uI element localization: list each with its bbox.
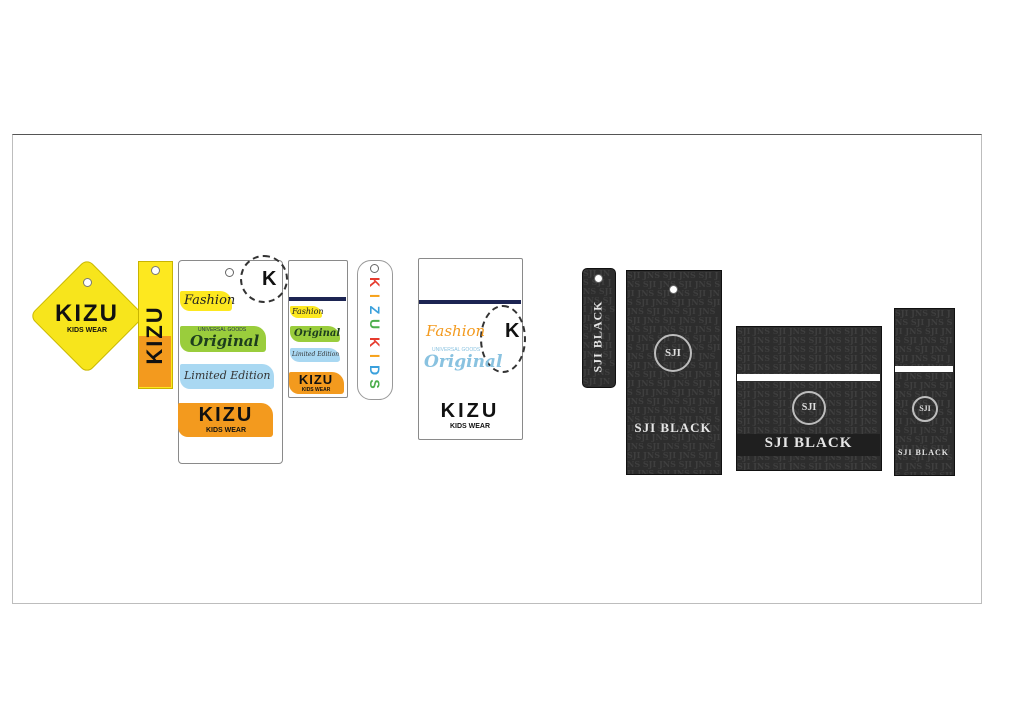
orange-brush-stroke (289, 372, 344, 394)
fashion-text: Fashion (184, 293, 236, 308)
kizu-subtitle: KIDS WEAR (205, 427, 247, 434)
tag-k-letter: K (262, 268, 277, 290)
kids-letter: S (367, 379, 383, 389)
original-small-text: UNIVERSAL GOODS (198, 327, 247, 333)
sji-label: SJI BLACK (764, 435, 853, 451)
green-brush-stroke (180, 326, 266, 352)
tag-hole (225, 268, 234, 277)
blue-brush-stroke (180, 364, 274, 389)
sji-label: SJI BLACK (897, 448, 949, 457)
kizu-brand: KIZU (298, 372, 334, 387)
sji-label: SJI BLACK (590, 300, 605, 373)
kizu-diamond-brand: KIZU (55, 300, 119, 327)
original-text: Original (424, 352, 503, 372)
original-text: Original (294, 328, 341, 339)
yellow-brush-stroke (290, 306, 322, 318)
kizu-kids-diecut-tag (357, 260, 393, 400)
sji-pattern: SJI JNS SJI JNS SJI JNS SJI JNS SJI JNS … (627, 270, 721, 475)
strip-orange-band (139, 336, 171, 387)
tag-hole (669, 285, 678, 294)
stamp-seal-icon (240, 255, 288, 303)
orange-brush-stroke (178, 403, 273, 437)
sji-small-tag: SJI JNS SJI JNS SJI JNS SJI JNS SJI JNS … (894, 308, 955, 476)
limited-edition-text: Limited Edition (184, 369, 271, 382)
navy-stripe (289, 297, 346, 301)
navy-stripe (419, 300, 521, 304)
kizu-diamond-subtitle: KIDS WEAR (66, 327, 108, 334)
kizu-subtitle: KIDS WEAR (301, 387, 331, 393)
kizu-brand: KIZU (440, 400, 500, 422)
kizu-brand: KIZU (198, 404, 254, 426)
yellow-brush-stroke (180, 291, 232, 311)
kizu-subtitle: KIDS WEAR (449, 423, 491, 430)
white-band (895, 366, 953, 372)
limited-edition-text: Limited Edition (292, 351, 340, 358)
tag-hole (83, 278, 92, 287)
fashion-text: Fashion (426, 322, 486, 340)
tag-hole (151, 266, 160, 275)
original-small-text: UNIVERSAL GOODS (432, 347, 481, 353)
green-brush-stroke (290, 326, 340, 342)
original-text: Original (190, 332, 260, 350)
sji-tall-tag: SJI JNS SJI JNS SJI JNS SJI JNS SJI JNS … (626, 270, 722, 475)
sji-logo: SJI (792, 391, 826, 425)
sji-logo: SJI (912, 396, 938, 422)
white-band (737, 374, 880, 381)
label-band (737, 434, 880, 456)
stamp-seal-icon (480, 305, 526, 373)
kizu-vertical-brand: KIZU (142, 305, 167, 365)
sji-logo: SJI (654, 334, 692, 372)
sji-label: SJI BLACK (634, 420, 712, 435)
tag-k-letter: K (505, 320, 520, 342)
tag-hole (370, 264, 379, 273)
fashion-text: Fashion (292, 307, 324, 316)
tag-hole (594, 274, 603, 283)
blue-brush-stroke (290, 348, 340, 362)
